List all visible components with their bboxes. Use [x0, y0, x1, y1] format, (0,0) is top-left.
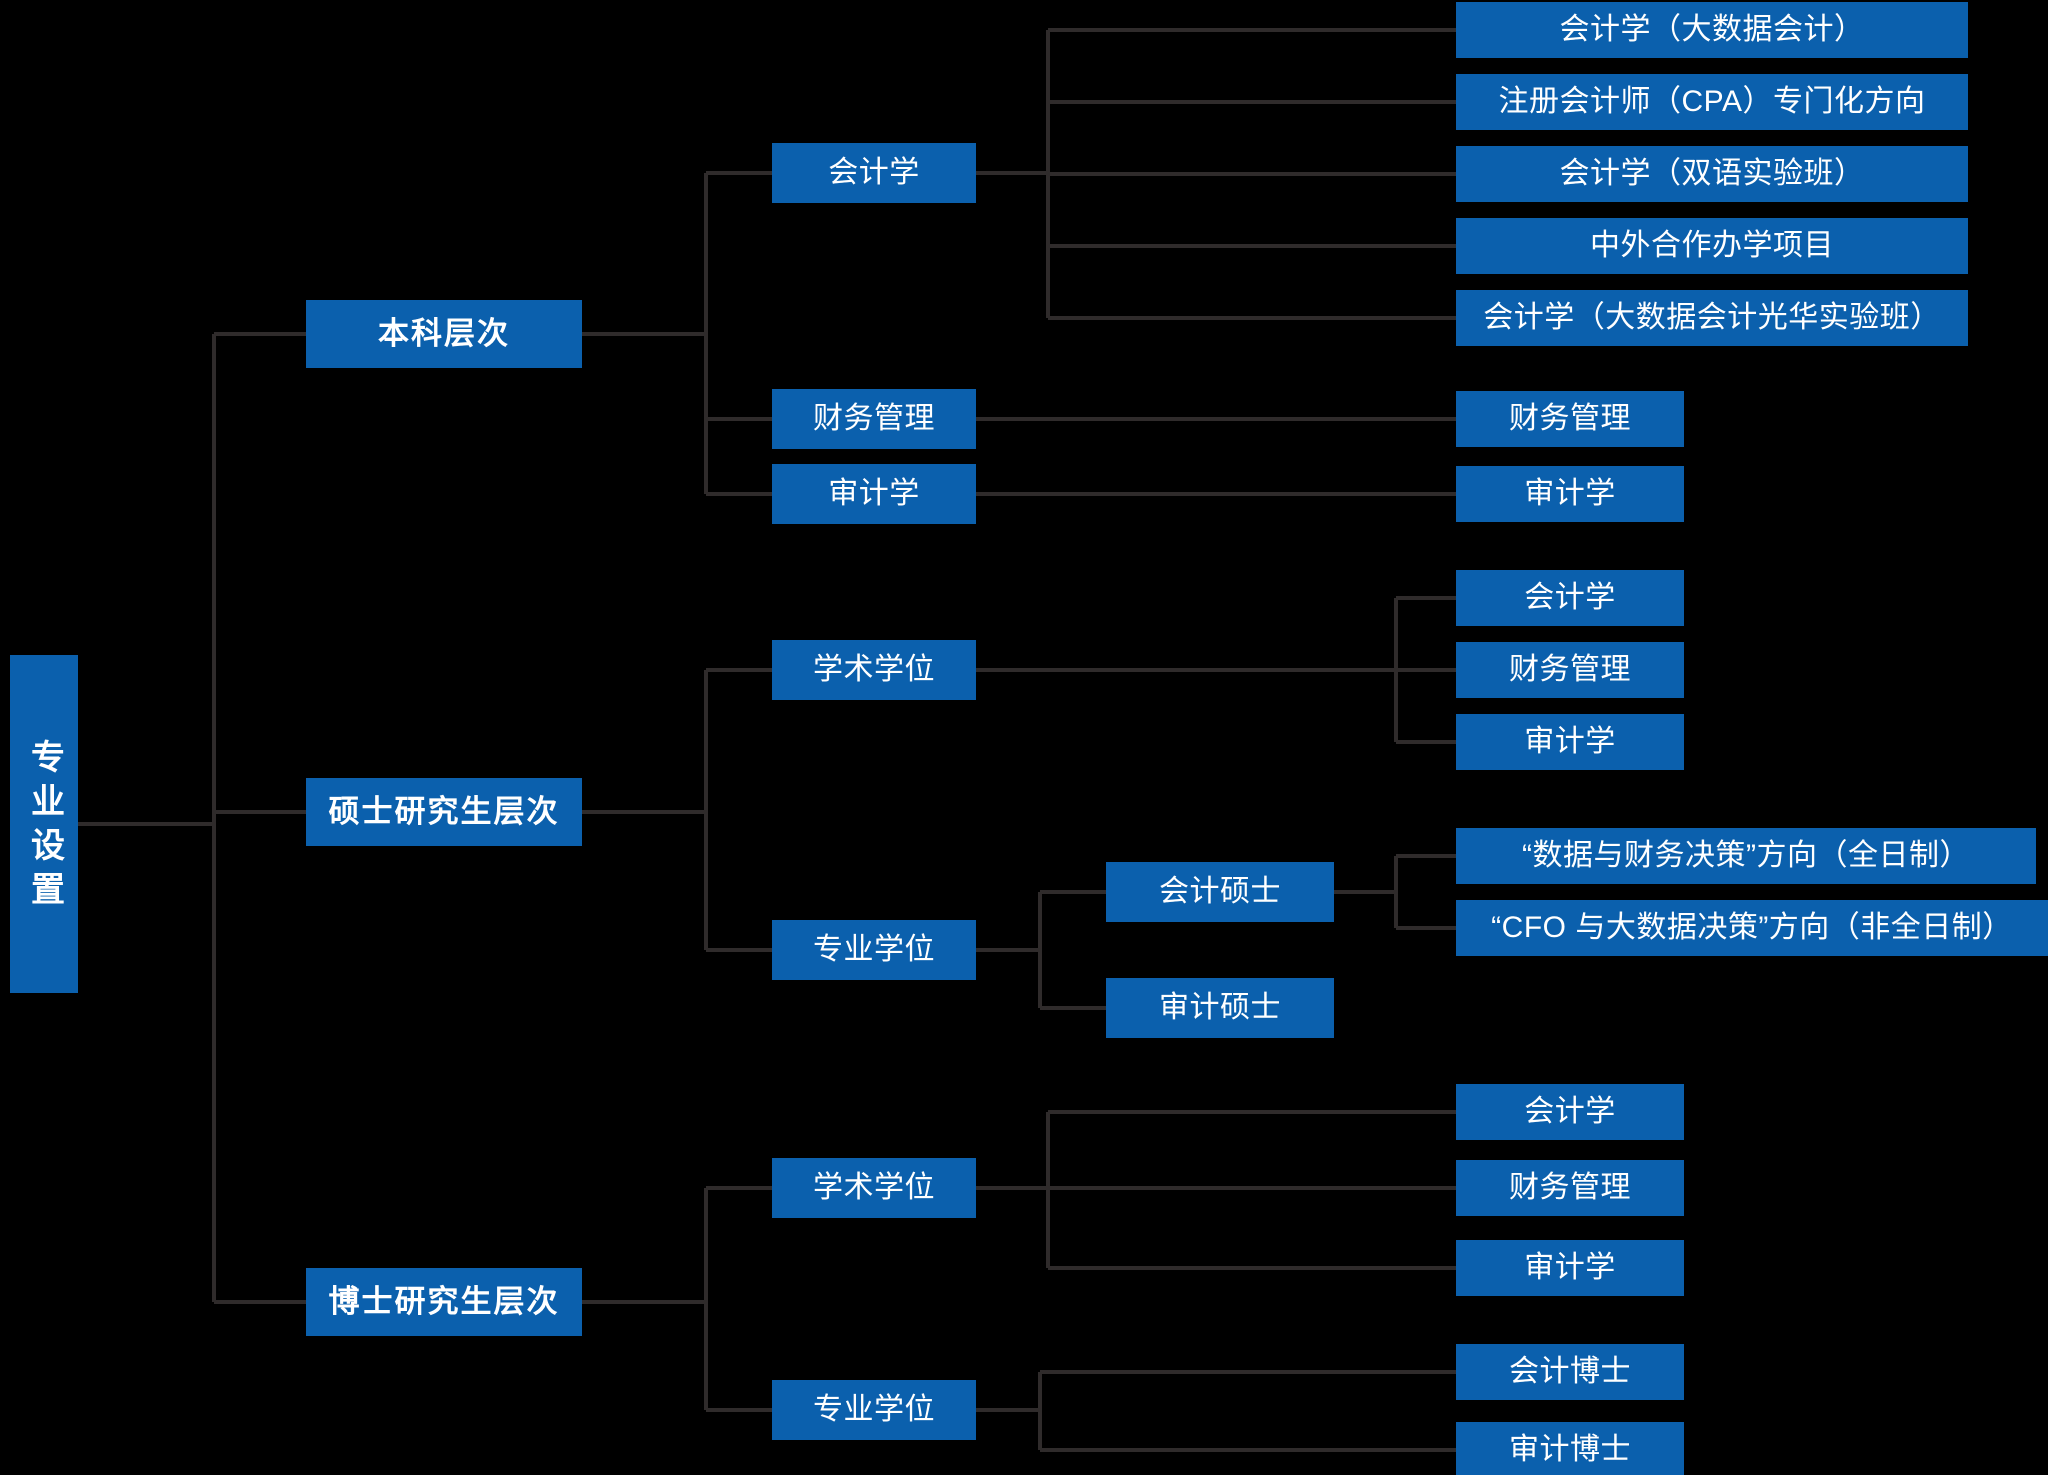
leaf-node-ms-macc-1[interactable]: “数据与财务决策”方向（全日制） — [1456, 828, 2036, 884]
leaf-node-dr-acad-3[interactable]: 审计学 — [1456, 1240, 1684, 1296]
leaf-node-ms-macc-2[interactable]: “CFO 与大数据决策”方向（非全日制） — [1456, 900, 2048, 956]
level-node-doctor[interactable]: 博士研究生层次 — [306, 1268, 582, 1336]
leaf-node-ug-acc-3[interactable]: 会计学（双语实验班） — [1456, 146, 1968, 202]
subbranch-node-master-of-accounting[interactable]: 会计硕士 — [1106, 862, 1334, 922]
leaf-node-ms-acad-2[interactable]: 财务管理 — [1456, 642, 1684, 698]
branch-node-ug-finance[interactable]: 财务管理 — [772, 389, 976, 449]
subbranch-node-master-of-auditing[interactable]: 审计硕士 — [1106, 978, 1334, 1038]
branch-node-dr-academic[interactable]: 学术学位 — [772, 1158, 976, 1218]
leaf-node-ms-acad-1[interactable]: 会计学 — [1456, 570, 1684, 626]
leaf-node-ms-acad-3[interactable]: 审计学 — [1456, 714, 1684, 770]
branch-node-ug-audit[interactable]: 审计学 — [772, 464, 976, 524]
leaf-node-ug-acc-1[interactable]: 会计学（大数据会计） — [1456, 2, 1968, 58]
leaf-node-dr-acad-1[interactable]: 会计学 — [1456, 1084, 1684, 1140]
leaf-node-dr-prof-1[interactable]: 会计博士 — [1456, 1344, 1684, 1400]
leaf-node-ug-acc-2[interactable]: 注册会计师（CPA）专门化方向 — [1456, 74, 1968, 130]
branch-node-ug-accounting[interactable]: 会计学 — [772, 143, 976, 203]
leaf-node-ug-acc-5[interactable]: 会计学（大数据会计光华实验班） — [1456, 290, 1968, 346]
leaf-node-dr-prof-2[interactable]: 审计博士 — [1456, 1422, 1684, 1475]
branch-node-dr-professional[interactable]: 专业学位 — [772, 1380, 976, 1440]
branch-node-ms-professional[interactable]: 专业学位 — [772, 920, 976, 980]
level-node-undergrad[interactable]: 本科层次 — [306, 300, 582, 368]
leaf-node-ug-acc-4[interactable]: 中外合作办学项目 — [1456, 218, 1968, 274]
root-node[interactable]: 专业设置 — [10, 655, 78, 993]
leaf-node-ug-fin-1[interactable]: 财务管理 — [1456, 391, 1684, 447]
level-node-master[interactable]: 硕士研究生层次 — [306, 778, 582, 846]
branch-node-ms-academic[interactable]: 学术学位 — [772, 640, 976, 700]
leaf-node-dr-acad-2[interactable]: 财务管理 — [1456, 1160, 1684, 1216]
leaf-node-ug-aud-1[interactable]: 审计学 — [1456, 466, 1684, 522]
